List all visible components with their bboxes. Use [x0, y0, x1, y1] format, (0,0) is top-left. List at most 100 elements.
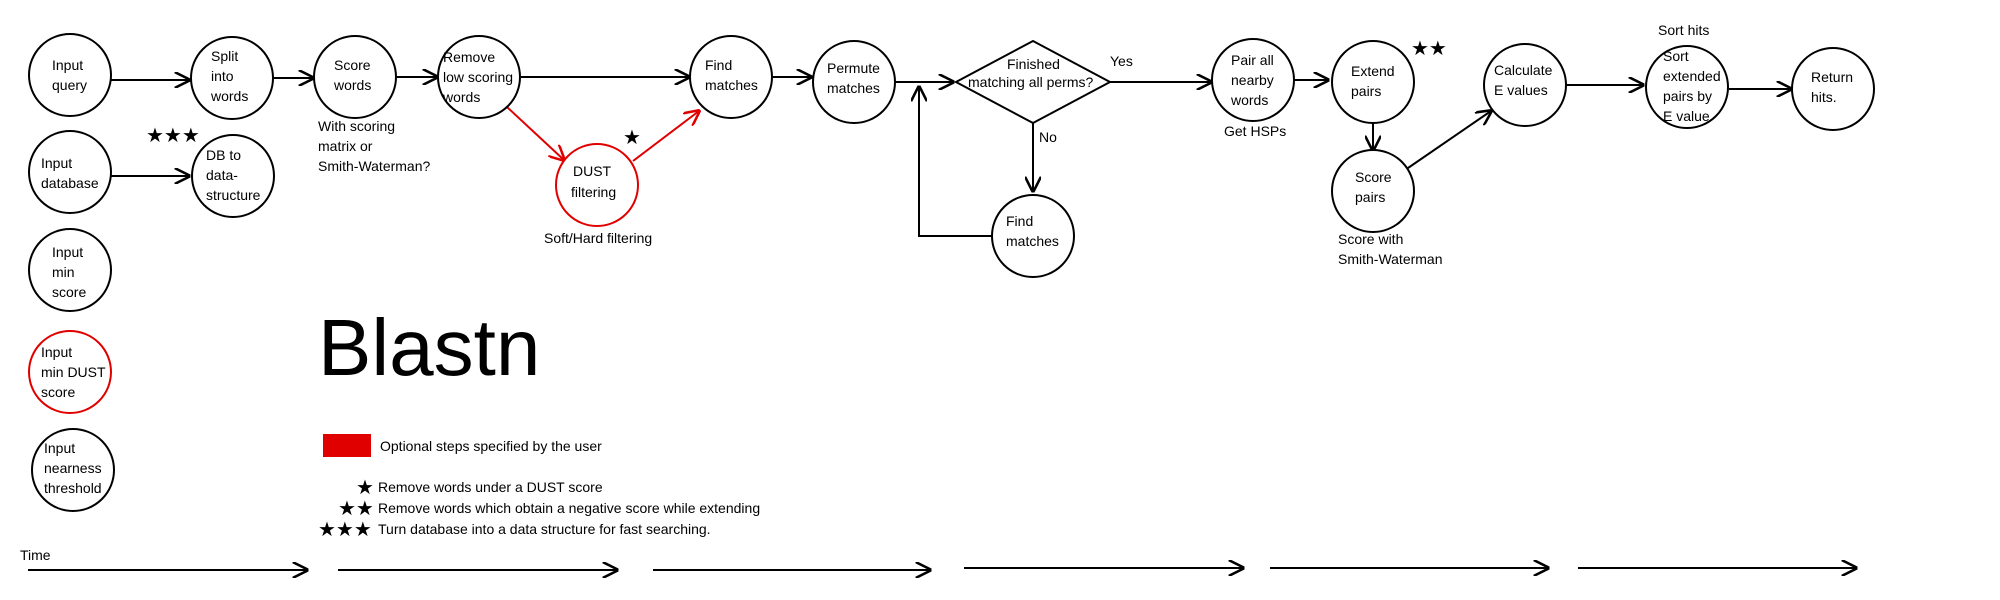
node-input-database-line1: Input — [41, 155, 72, 171]
node-score-pairs-line1: Score — [1355, 169, 1392, 185]
legend-three-star-icon: ★★★ — [318, 519, 372, 541]
node-sort-extended: Sort extended pairs by E value — [1645, 45, 1729, 129]
node-calculate-e: Calculate E values — [1483, 43, 1567, 127]
node-db-struct: DB to data- structure — [191, 134, 275, 218]
node-input-query-line2: query — [52, 77, 87, 93]
three-star-icon: ★★★ — [146, 125, 200, 147]
node-db-struct-line2: data- — [206, 167, 238, 183]
node-score-words-line2: words — [333, 77, 371, 93]
node-return-hits: Return hits. — [1791, 47, 1875, 131]
node-find-matches-2-line1: Find — [1006, 213, 1033, 229]
node-sort-extended-line1: Sort — [1663, 48, 1689, 64]
legend-one-star-icon: ★ — [356, 477, 374, 499]
node-sort-extended-line2: extended — [1663, 68, 1721, 84]
legend-optional-text: Optional steps specified by the user — [380, 438, 602, 454]
node-permute-matches: Permute matches — [812, 40, 896, 124]
edge-loop-back — [919, 87, 992, 237]
node-remove-low-line2: low scoring — [443, 69, 513, 85]
node-input-min-dust-line3: score — [41, 384, 75, 400]
node-db-struct-line3: structure — [206, 187, 261, 203]
node-input-nearness-line3: threshold — [44, 480, 102, 496]
node-input-min-score-line3: score — [52, 284, 86, 300]
node-return-hits-line2: hits. — [1811, 89, 1837, 105]
node-pair-nearby-line3: words — [1230, 92, 1268, 108]
node-find-matches-1-line2: matches — [705, 77, 758, 93]
node-pair-nearby-line1: Pair all — [1231, 52, 1274, 68]
node-db-struct-line1: DB to — [206, 147, 241, 163]
node-pair-nearby: Pair all nearby words — [1211, 38, 1295, 122]
node-dust-line1: DUST — [573, 163, 612, 179]
legend-star3-text: Turn database into a data structure for … — [378, 521, 711, 537]
diagram-title: Blastn — [318, 303, 540, 392]
note-get-hsps: Get HSPs — [1224, 123, 1286, 139]
node-input-query-line1: Input — [52, 57, 83, 73]
note-score-words-3: Smith-Waterman? — [318, 158, 431, 174]
node-extend-pairs-line2: pairs — [1351, 83, 1381, 99]
node-split-words-line2: into — [211, 68, 234, 84]
node-calc-e-line2: E values — [1494, 82, 1548, 98]
node-permute-line1: Permute — [827, 60, 880, 76]
node-score-words: Score words — [313, 35, 397, 119]
node-calc-e-line1: Calculate — [1494, 62, 1553, 78]
node-dust-filtering: DUST filtering — [555, 143, 639, 227]
node-remove-low-line1: Remove — [443, 49, 495, 65]
node-score-pairs-line2: pairs — [1355, 189, 1385, 205]
two-star-icon: ★★ — [1411, 38, 1447, 60]
one-star-icon: ★ — [623, 127, 641, 149]
node-find-matches-1: Find matches — [689, 35, 773, 119]
node-split-words-line1: Split — [211, 48, 238, 64]
legend-star1-text: Remove words under a DUST score — [378, 479, 603, 495]
edge-score-calc — [1407, 111, 1491, 169]
edge-label-yes: Yes — [1110, 53, 1133, 69]
legend-two-star-icon: ★★ — [338, 498, 374, 520]
node-dust-line2: filtering — [571, 184, 616, 200]
node-input-database: Input database — [28, 130, 112, 214]
node-sort-extended-line4: E value — [1663, 108, 1710, 124]
note-score-pairs-2: Smith-Waterman — [1338, 251, 1443, 267]
node-input-nearness-line2: nearness — [44, 460, 102, 476]
node-split-words: Split into words — [190, 36, 274, 120]
node-extend-pairs-line1: Extend — [1351, 63, 1395, 79]
node-score-pairs: Score pairs — [1331, 149, 1415, 233]
node-sort-extended-line3: pairs by — [1663, 88, 1712, 104]
note-score-words-2: matrix or — [318, 138, 373, 154]
node-decision-line2: matching all perms? — [968, 74, 1093, 90]
legend-optional-swatch — [323, 434, 371, 457]
node-input-database-line2: database — [41, 175, 99, 191]
node-find-matches-2: Find matches — [991, 194, 1075, 278]
node-input-nearness-line1: Input — [44, 440, 75, 456]
node-remove-low: Remove low scoring words — [437, 35, 521, 119]
edge-remove-dust — [506, 106, 564, 160]
node-decision-line1: Finished — [1007, 56, 1060, 72]
node-input-min-dust-line1: Input — [41, 344, 72, 360]
note-score-words-1: With scoring — [318, 118, 395, 134]
node-input-min-dust: Input min DUST score — [28, 330, 112, 414]
node-pair-nearby-line2: nearby — [1231, 72, 1274, 88]
node-score-words-line1: Score — [334, 57, 371, 73]
time-label: Time — [20, 547, 51, 563]
node-extend-pairs: Extend pairs — [1331, 40, 1415, 124]
note-dust: Soft/Hard filtering — [544, 230, 652, 246]
legend-star2-text: Remove words which obtain a negative sco… — [378, 500, 760, 516]
node-input-min-score-line1: Input — [52, 244, 83, 260]
node-find-matches-2-line2: matches — [1006, 233, 1059, 249]
node-remove-low-line3: words — [442, 89, 480, 105]
edges — [111, 77, 1791, 237]
note-score-pairs-1: Score with — [1338, 231, 1403, 247]
node-input-min-score-line2: min — [52, 264, 75, 280]
time-axis: Time — [20, 547, 1856, 570]
node-split-words-line3: words — [210, 88, 248, 104]
edge-label-no: No — [1039, 129, 1057, 145]
node-input-nearness: Input nearness threshold — [31, 428, 115, 512]
edge-dust-find — [632, 111, 699, 162]
node-input-query: Input query — [28, 33, 112, 117]
node-return-hits-line1: Return — [1811, 69, 1853, 85]
node-decision: Finished matching all perms? — [953, 39, 1113, 125]
legend: Optional steps specified by the user ★ R… — [318, 434, 760, 541]
nodes: Input query Input database Input min sco… — [28, 33, 1875, 512]
node-input-min-dust-line2: min DUST — [41, 364, 106, 380]
node-input-min-score: Input min score — [28, 228, 112, 312]
note-sort-hits: Sort hits — [1658, 22, 1709, 38]
node-permute-line2: matches — [827, 80, 880, 96]
